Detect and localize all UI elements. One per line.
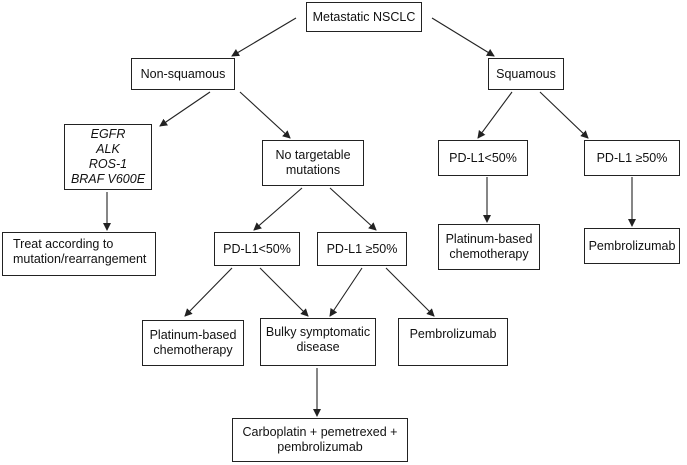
node-sq-pembrolizumab: Pembrolizumab [584, 228, 680, 264]
node-treat-according-to-mutation: Treat according to mutation/rearrangemen… [2, 232, 156, 276]
node-squamous: Squamous [488, 58, 564, 90]
node-carboplatin-pemetrexed-pembrolizumab: Carboplatin + pemetrexed + pembrolizumab [232, 418, 408, 462]
node-non-squamous: Non-squamous [131, 58, 235, 90]
arrow-nonsquamous-driver [159, 91, 211, 127]
arrow-squamous-pdl1low [477, 91, 513, 139]
node-no-targetable-mutations: No targetable mutations [262, 140, 364, 186]
node-sq-pdl1-low: PD-L1<50% [438, 140, 528, 176]
arrow-pdl1low-platinum [184, 267, 233, 317]
arrow-notarget-pdl1low [253, 187, 303, 231]
node-ns-pdl1-low: PD-L1<50% [214, 232, 300, 266]
node-bulky-symptomatic-disease: Bulky symptomatic disease [260, 318, 376, 366]
arrow-pdl1high-bulky [329, 267, 363, 317]
arrow-pdl1low-bulky [259, 267, 309, 317]
node-ns-pdl1-high: PD-L1 ≥50% [317, 232, 407, 266]
node-sq-platinum-chemo: Platinum-based chemotherapy [438, 224, 540, 270]
node-driver-mutations: EGFR ALK ROS-1 BRAF V600E [64, 124, 152, 190]
arrow-nonsquamous-notarget [239, 91, 291, 139]
arrow-notarget-pdl1high [329, 187, 377, 231]
arrow-squamous-pdl1high [539, 91, 589, 139]
node-ns-pembrolizumab: Pembrolizumab [398, 318, 508, 366]
node-metastatic-nsclc: Metastatic NSCLC [306, 2, 422, 32]
node-sq-pdl1-high: PD-L1 ≥50% [584, 140, 680, 176]
arrow-root-squamous [431, 17, 495, 57]
arrow-pdl1high-pembro [385, 267, 435, 317]
node-ns-platinum-chemo: Platinum-based chemotherapy [142, 320, 244, 366]
arrow-root-nonsquamous [231, 17, 297, 57]
